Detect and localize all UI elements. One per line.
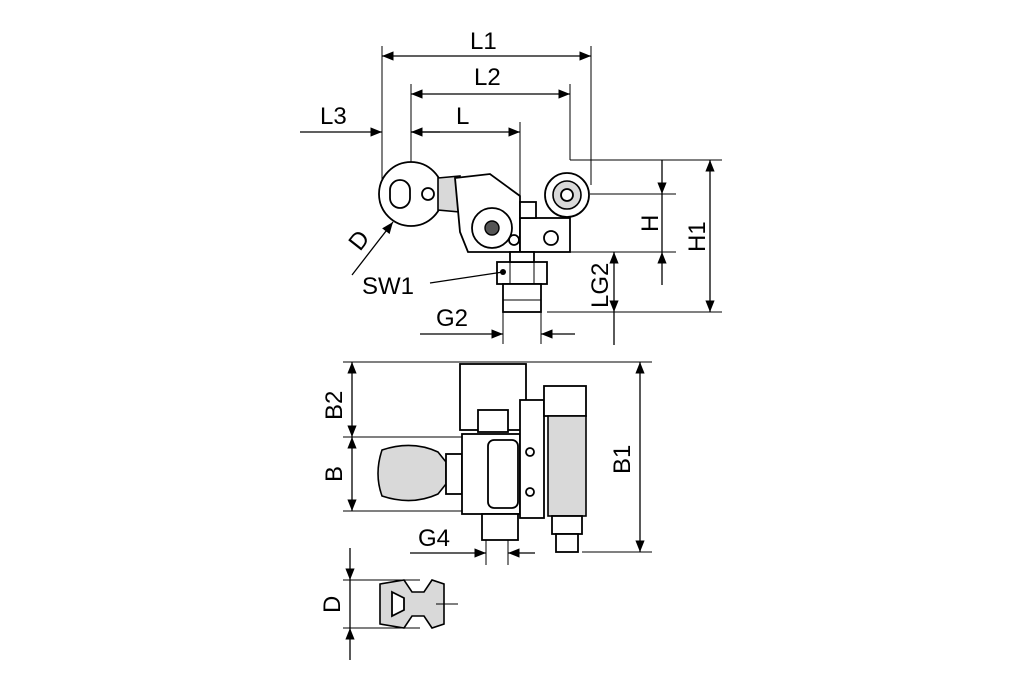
leader-d-top: [351, 221, 394, 276]
label-lg2: LG2: [587, 263, 614, 308]
leader-sw1: [429, 271, 504, 284]
middle-view: B2 B B1 G4: [321, 361, 652, 565]
label-d-bottom: D: [319, 596, 346, 613]
bottom-view: D: [319, 548, 458, 660]
label-b1: B1: [609, 445, 636, 474]
label-g4: G4: [418, 525, 450, 552]
label-l: L: [456, 103, 469, 130]
label-b2: B2: [321, 391, 348, 420]
label-b: B: [321, 466, 348, 482]
label-h: H: [637, 215, 664, 232]
label-l1: L1: [470, 28, 497, 55]
top-view: L1 L2 L L3 D SW1 G2 H H1 LG2: [300, 28, 722, 345]
label-l3: L3: [320, 103, 347, 130]
label-g2: G2: [436, 305, 468, 332]
label-h1: H1: [684, 221, 711, 252]
label-sw1: SW1: [362, 273, 414, 300]
label-l2: L2: [474, 64, 501, 91]
